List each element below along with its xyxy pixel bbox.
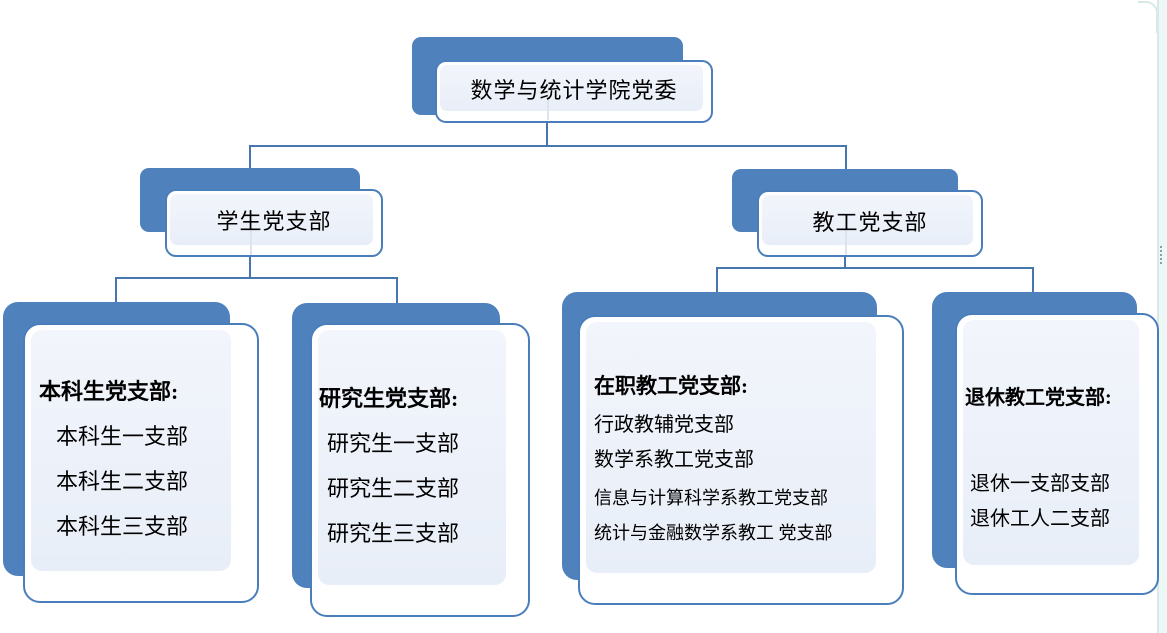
connector-student-down [249, 256, 251, 279]
active-faculty-item: 信息与计算科学系教工党支部 [594, 488, 828, 508]
node-undergrad-panel [31, 330, 231, 571]
grad-item: 研究生二支部 [327, 476, 460, 501]
active-faculty-header: 在职教工党支部: [594, 374, 748, 398]
node-faculty-box[interactable]: 教工党支部 [757, 190, 983, 257]
retired-faculty-item: 退休一支部支部 [970, 473, 1110, 495]
undergrad-item: 本科生一支部 [56, 424, 189, 449]
connector-retired-faculty-up [1032, 267, 1034, 294]
node-root-box[interactable]: 数学与统计学院党委 [435, 60, 713, 123]
connector-grad-up [396, 277, 398, 306]
connector-root-down [546, 122, 548, 146]
connector-faculty-horizontal [716, 267, 1034, 269]
connector-student-horizontal [115, 277, 398, 279]
node-active-faculty-box[interactable]: 在职教工党支部: 行政教辅党支部 数学系教工党支部 信息与计算科学系教工党支部 … [578, 315, 904, 605]
connector-active-faculty-up [716, 267, 718, 294]
undergrad-item: 本科生二支部 [56, 469, 189, 494]
grad-header: 研究生党支部: [319, 386, 459, 411]
node-grad-box[interactable]: 研究生党支部: 研究生一支部 研究生二支部 研究生三支部 [310, 323, 530, 617]
grad-item: 研究生一支部 [327, 431, 460, 456]
connector-student-up [249, 145, 251, 171]
connector-faculty-up [845, 145, 847, 171]
active-faculty-item: 行政教辅党支部 [594, 414, 734, 436]
grad-item: 研究生三支部 [327, 521, 460, 546]
node-faculty-panel [762, 195, 973, 245]
canvas-frame-corner [1138, 1, 1158, 33]
canvas-resize-handle[interactable] [1160, 246, 1162, 264]
canvas-margin [1159, 0, 1167, 633]
node-undergrad-box[interactable]: 本科生党支部: 本科生一支部 本科生二支部 本科生三支部 [23, 323, 259, 603]
undergrad-header: 本科生党支部: [39, 379, 179, 404]
node-retired-faculty-box[interactable]: 退休教工党支部: 退休一支部支部 退休工人二支部 [955, 313, 1159, 595]
active-faculty-item: 数学系教工党支部 [594, 449, 754, 471]
retired-faculty-item: 退休工人二支部 [970, 508, 1110, 530]
node-student-box[interactable]: 学生党支部 [165, 189, 383, 257]
node-root-innerline [547, 96, 549, 120]
node-faculty-label: 教工党支部 [812, 209, 928, 235]
active-faculty-item: 统计与金融数学系教工 党支部 [594, 523, 833, 543]
node-student-label: 学生党支部 [216, 209, 332, 234]
undergrad-item: 本科生三支部 [56, 514, 189, 539]
node-student-panel [170, 194, 373, 245]
connector-level1-horizontal [249, 145, 847, 147]
node-faculty-innerline [845, 229, 847, 255]
canvas-frame-edge [1157, 0, 1159, 633]
connector-faculty-down [844, 256, 846, 269]
node-student-innerline [250, 229, 252, 255]
node-grad-panel [318, 330, 506, 585]
node-root-panel [440, 65, 703, 111]
retired-faculty-header: 退休教工党支部: [965, 387, 1112, 409]
node-active-faculty-panel [586, 322, 876, 573]
connector-undergrad-up [115, 277, 117, 305]
node-root-label: 数学与统计学院党委 [470, 77, 678, 103]
node-retired-faculty-panel [963, 320, 1139, 565]
